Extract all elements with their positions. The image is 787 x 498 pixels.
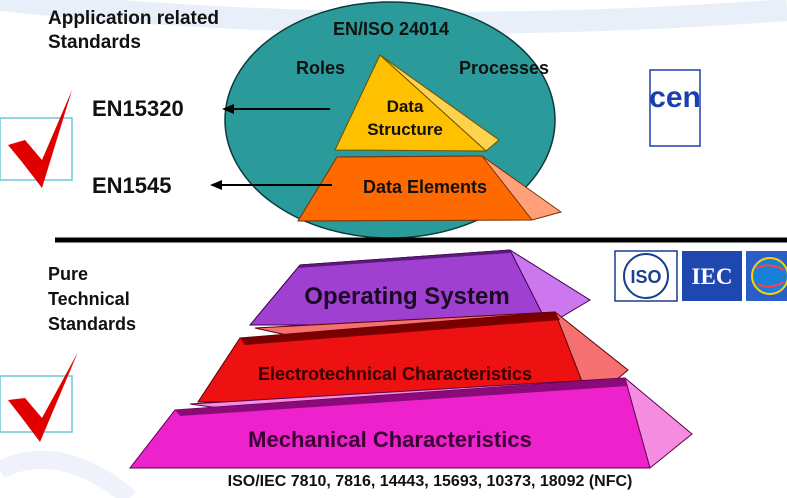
data-structure-line2: Structure: [367, 120, 443, 139]
roles-label: Roles: [296, 58, 346, 78]
processes-label: Processes: [459, 58, 550, 78]
data-elements-pyramid: [297, 155, 563, 222]
data-elements-label: Data Elements: [362, 177, 488, 197]
data-structure-pyramid: [334, 54, 500, 152]
application-standards-label: Application related Standards: [48, 7, 219, 55]
standards-footer: ISO/IEC 7810, 7816, 14443, 15693, 10373,…: [227, 473, 633, 490]
ellipse-title: EN/ISO 24014: [332, 19, 450, 39]
arrow-en1545: [210, 180, 332, 190]
pure-technical-line2: Technical: [48, 289, 130, 309]
globe-logo: [746, 251, 787, 301]
pure-technical-line1: Pure: [48, 264, 89, 284]
data-structure-label: Data Structure: [355, 95, 455, 141]
pure-technical-standards-label: Pure Technical Standards: [48, 262, 136, 337]
en15320-label: EN15320: [92, 96, 184, 121]
iso-logo: ISO: [614, 250, 678, 302]
electrotechnical-tier: [197, 311, 629, 403]
application-standards-line1: Application related: [48, 8, 220, 29]
svg-text:ISO: ISO: [630, 267, 661, 287]
application-standards-line2: Standards: [48, 32, 141, 53]
arrow-en15320: [222, 104, 330, 114]
electrotechnical-label: Electrotechnical Characteristics: [257, 364, 533, 384]
mechanical-tier: [128, 377, 693, 469]
pure-technical-line3: Standards: [48, 314, 137, 334]
operating-system-label: Operating System: [304, 283, 510, 310]
mechanical-label: Mechanical Characteristics: [248, 427, 532, 452]
cen-logo: cen: [649, 69, 701, 147]
checkmark-icon-top: [8, 90, 72, 188]
data-structure-line1: Data: [386, 97, 424, 116]
en1545-label: EN1545: [92, 173, 172, 198]
checkmark-icon-bottom: [8, 352, 78, 442]
background-swoosh-bottom: [0, 450, 136, 498]
iec-logo: IEC: [682, 251, 742, 301]
svg-text:IEC: IEC: [692, 264, 733, 289]
svg-text:cen: cen: [649, 81, 701, 114]
